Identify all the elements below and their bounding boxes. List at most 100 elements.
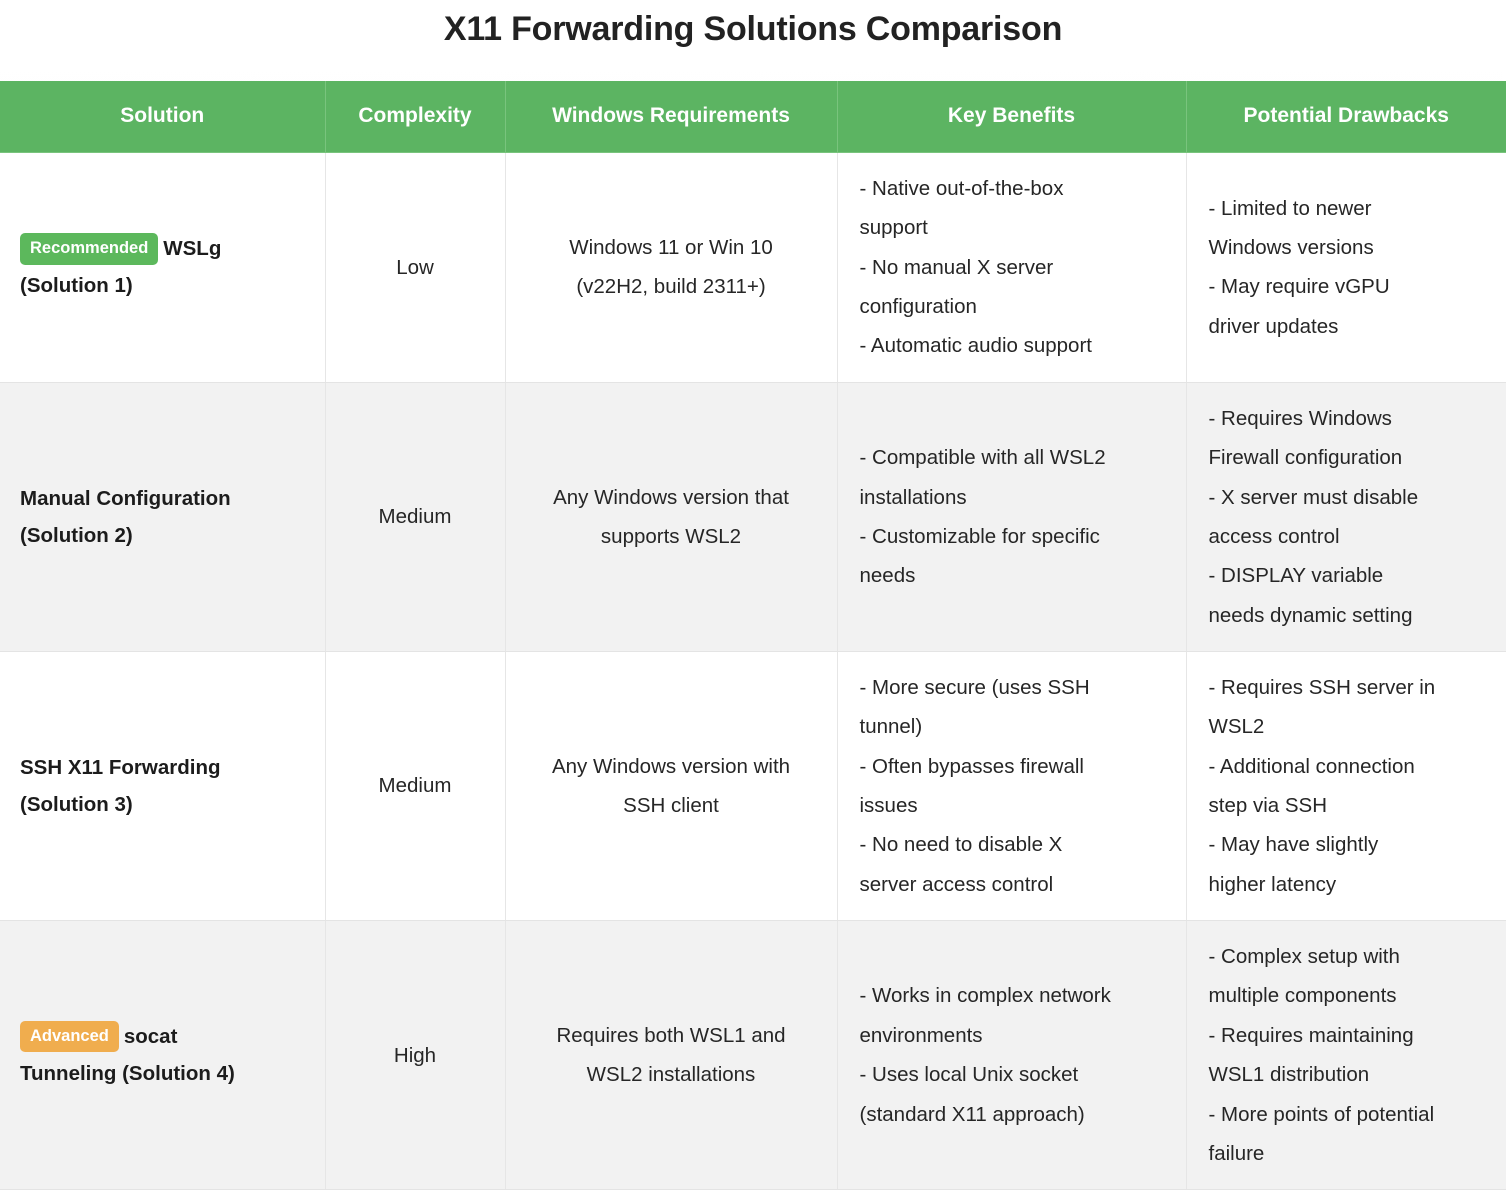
windows-requirements-text-line: Windows 11 or Win 10	[569, 236, 773, 260]
potential-drawbacks-text: - Requires SSH server in WSL2 - Additional…	[1209, 668, 1485, 904]
potential-drawbacks-text-line: higher latency	[1208, 872, 1337, 896]
solution-name-line: (Solution 1)	[20, 274, 133, 298]
solution-name-line: Manual Configuration	[20, 486, 231, 510]
key-benefits-text-line: - Customizable for specific	[859, 524, 1100, 548]
column-header-potential-drawbacks[interactable]: Potential Drawbacks	[1186, 81, 1506, 153]
windows-requirements-text-line: Any Windows version that	[553, 485, 789, 509]
windows-requirements-text-line: (v22H2, build 2311+)	[576, 275, 766, 299]
table-header-row: Solution Complexity Windows Requirements…	[0, 81, 1506, 153]
potential-drawbacks-text-line: - Requires maintaining	[1208, 1023, 1414, 1047]
table-row[interactable]: Manual Configuration(Solution 2)Medium An…	[0, 382, 1506, 652]
potential-drawbacks-text-line: - Requires SSH server in	[1208, 675, 1436, 699]
x11-solutions-comparison-table: Solution Complexity Windows Requirements…	[0, 81, 1506, 1191]
key-benefits-text-line: - No manual X server	[859, 255, 1054, 279]
column-header-windows-requirements[interactable]: Windows Requirements	[505, 81, 838, 153]
solution-name-line: Tunneling (Solution 4)	[20, 1062, 235, 1086]
key-benefits-text-line: (standard X11 approach)	[859, 1102, 1085, 1126]
potential-drawbacks-text-line: WSL1 distribution	[1208, 1063, 1370, 1087]
table-container: Solution Complexity Windows Requirements…	[0, 58, 1506, 1191]
key-benefits-text-line: support	[859, 216, 928, 240]
cell-windows-requirements: Any Windows version that supports WSL2	[505, 382, 838, 652]
potential-drawbacks-text-line: - Limited to newer	[1208, 196, 1372, 220]
status-badge-recommended: Recommended	[20, 233, 159, 265]
potential-drawbacks-text-line: - Requires Windows	[1208, 406, 1392, 430]
potential-drawbacks-text-line: failure	[1208, 1141, 1265, 1165]
solution-name-text: WSLg	[163, 237, 222, 261]
key-benefits-text-line: tunnel)	[859, 715, 923, 739]
potential-drawbacks-text-line: - Additional connection	[1208, 754, 1415, 778]
potential-drawbacks-text-line: WSL2	[1208, 715, 1265, 739]
potential-drawbacks-text-line: - DISPLAY variable	[1208, 564, 1384, 588]
windows-requirements-text-line: Requires both WSL1 and	[556, 1023, 786, 1047]
windows-requirements-text-line: SSH client	[623, 794, 719, 818]
cell-solution: SSH X11 Forwarding (Solution 3)	[0, 651, 326, 922]
key-benefits-text-line: server access control	[859, 872, 1054, 896]
solution-name: SSH X11 Forwarding (Solution 3)	[20, 749, 311, 824]
cell-complexity: Medium	[325, 382, 506, 652]
key-benefits-text-line: configuration	[859, 295, 977, 319]
cell-windows-requirements: Windows 11 or Win 10 (v22H2, build 2311+)	[505, 152, 838, 383]
windows-requirements-text: Windows 11 or Win 10 (v22H2, build 2311+)	[528, 228, 815, 307]
key-benefits-text-line: - Often bypasses firewall	[859, 754, 1084, 778]
key-benefits-text-line: - Native out-of-the-box	[859, 177, 1064, 200]
cell-key-benefits: - Works in complex network environments - …	[837, 920, 1187, 1191]
key-benefits-text-line: - Uses local Unix socket	[859, 1063, 1079, 1087]
windows-requirements-text-line: WSL2 installations	[586, 1063, 756, 1087]
key-benefits-text-line: - Works in complex network	[859, 984, 1111, 1008]
table-header: Solution Complexity Windows Requirements…	[0, 81, 1506, 153]
key-benefits-text: - Native out-of-the-box support - No manua…	[860, 169, 1164, 366]
key-benefits-text: - Works in complex network environments - …	[860, 976, 1164, 1133]
key-benefits-text-line: - Compatible with all WSL2	[859, 446, 1106, 470]
column-header-key-benefits[interactable]: Key Benefits	[837, 81, 1187, 153]
potential-drawbacks-text-line: - X server must disable	[1208, 485, 1419, 509]
column-header-solution[interactable]: Solution	[0, 81, 326, 153]
cell-solution: Manual Configuration(Solution 2)	[0, 382, 326, 652]
solution-name-text: socat	[123, 1024, 178, 1048]
key-benefits-text-line: environments	[859, 1023, 983, 1047]
cell-complexity: Medium	[325, 651, 506, 922]
page-title: X11 Forwarding Solutions Comparison	[443, 10, 1063, 48]
cell-complexity: High	[325, 920, 506, 1191]
potential-drawbacks-text-line: Firewall configuration	[1208, 446, 1403, 470]
potential-drawbacks-text-line: multiple components	[1208, 984, 1397, 1008]
potential-drawbacks-text-line: driver updates	[1208, 314, 1339, 338]
table-row[interactable]: SSH X11 Forwarding (Solution 3) Medium Any …	[0, 651, 1506, 922]
windows-requirements-text-line: Any Windows version with	[551, 754, 791, 778]
cell-complexity: Low	[325, 152, 506, 383]
potential-drawbacks-text-line: needs dynamic setting	[1208, 603, 1413, 627]
key-benefits-text-line: needs	[859, 564, 916, 588]
windows-requirements-text: Any Windows version that supports WSL2	[528, 478, 815, 557]
potential-drawbacks-text-line: - May require vGPU	[1208, 275, 1390, 299]
cell-potential-drawbacks: - Requires SSH server in WSL2 - Additional…	[1186, 651, 1506, 922]
potential-drawbacks-text-line: Windows versions	[1208, 236, 1374, 260]
potential-drawbacks-text-line: step via SSH	[1208, 794, 1328, 818]
windows-requirements-text-line: supports WSL2	[600, 524, 742, 548]
potential-drawbacks-text-line: access control	[1208, 524, 1340, 548]
column-header-complexity[interactable]: Complexity	[325, 81, 506, 153]
status-badge-advanced: Advanced	[20, 1020, 119, 1053]
solution-name-line: SSH X11 Forwarding	[20, 755, 221, 779]
solution-name-line: (Solution 3)	[20, 793, 133, 817]
